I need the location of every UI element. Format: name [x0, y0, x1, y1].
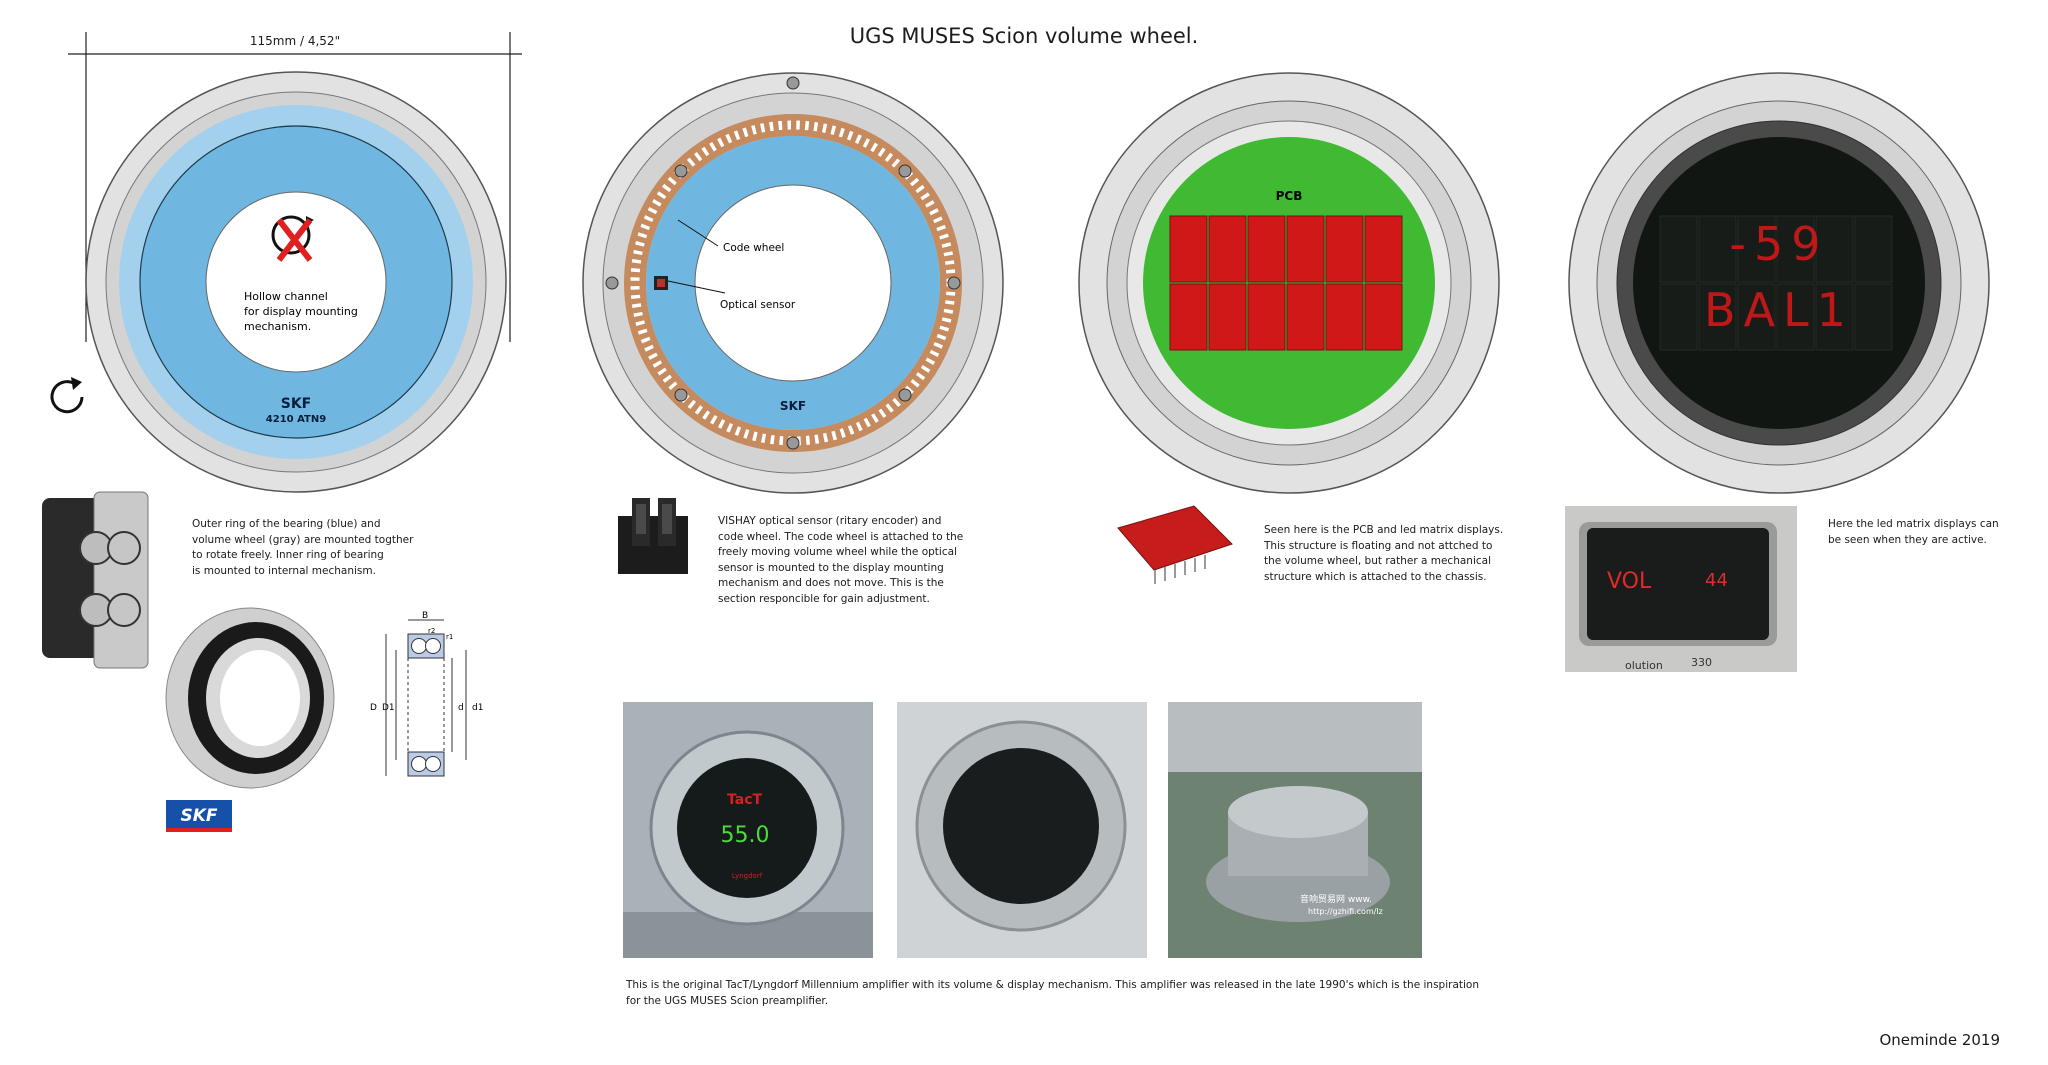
pcb-label: PCB [1276, 189, 1303, 203]
led-matrix-module [1815, 283, 1854, 351]
display-line-2: BAL1 [1704, 283, 1854, 337]
tact-internal-photo: 音响贸易网 www. http://gzhifi.com/lz [1168, 702, 1422, 958]
led-matrix-module [1698, 283, 1737, 351]
led-matrix-module [1169, 215, 1208, 283]
led-matrix-module [1776, 283, 1815, 351]
optical-sensor-photo [618, 498, 688, 574]
led-active-photo: VOL 44 olution 330 [1565, 506, 1797, 672]
label-d: d [458, 703, 464, 713]
tact-display-photo: TacT 55.0 Lyngdorf [623, 702, 873, 958]
bearing-cross-section-photo [42, 491, 149, 669]
led-matrix-module [1208, 283, 1247, 351]
display-line-1: -59 [1729, 217, 1828, 271]
led-matrix-module [1286, 215, 1325, 283]
led-matrix-module [1659, 283, 1698, 351]
label-r2: r2 [428, 627, 435, 635]
bearing-model: 4210 ATN9 [266, 414, 326, 425]
led-matrix-module [1208, 215, 1247, 283]
optical-sensor-label: Optical sensor [720, 299, 796, 311]
led-matrix-module [1854, 215, 1893, 283]
label-r1: r1 [446, 633, 453, 641]
led-photo-vol: VOL [1607, 569, 1652, 594]
led-photo-brand: olution [1625, 659, 1663, 672]
tact-wheel-photo [897, 702, 1147, 958]
led-matrix-module [1776, 215, 1815, 283]
bearing-brand: SKF [281, 396, 312, 412]
led-matrix-module [1325, 215, 1364, 283]
hollow-label-3: mechanism. [244, 320, 311, 333]
led-matrix-module [1247, 283, 1286, 351]
wheel-3-pcb-diagram: PCB [1078, 72, 1500, 494]
page-title: UGS MUSES Scion volume wheel. [849, 24, 1199, 48]
tact-display-value: 55.0 [721, 823, 770, 848]
wheel-2-encoder-diagram: Code wheel Optical sensor SKF [582, 72, 1004, 494]
tact-badge: Lyngdorf [732, 872, 763, 880]
label-d1: d1 [472, 703, 483, 713]
led-matrix-module [1364, 215, 1403, 283]
hollow-label-1: Hollow channel [244, 290, 328, 303]
led-description: Here the led matrix displays can be seen… [1828, 518, 1999, 546]
led-matrix-module [1737, 215, 1776, 283]
bearing-technical-drawing: B r2 r1 D D1 d d1 [370, 611, 483, 777]
led-matrix-module [1854, 283, 1893, 351]
watermark-line-1: 音响贸易网 www. [1300, 893, 1372, 905]
dimension-label: 115mm / 4,52" [249, 34, 341, 48]
tact-logo: TacT [727, 792, 762, 808]
tact-description: This is the original TacT/Lyngdorf Mille… [626, 979, 1479, 1007]
label-B: B [422, 611, 428, 621]
brand-partial: SKF [780, 399, 806, 413]
led-matrix-grid [1169, 215, 1403, 351]
pcb-description: Seen here is the PCB and led matrix disp… [1264, 524, 1504, 583]
bearing-description: Outer ring of the bearing (blue) and vol… [192, 518, 414, 577]
led-matrix-module [1286, 283, 1325, 351]
led-matrix-module [1169, 283, 1208, 351]
wheel-4-display-diagram: -59 BAL1 [1568, 72, 1990, 494]
led-matrix-module [1737, 283, 1776, 351]
skf-logo: SKF [166, 800, 232, 832]
wheel-1-bearing-diagram: Hollow channel for display mounting mech… [85, 71, 507, 493]
led-module-photo [1117, 505, 1233, 584]
led-matrix-module [1325, 283, 1364, 351]
rotate-cw-icon [50, 377, 84, 414]
watermark-line-2: http://gzhifi.com/lz [1308, 907, 1383, 916]
led-matrix-module [1659, 215, 1698, 283]
label-D1: D1 [382, 703, 395, 713]
led-matrix-module [1247, 215, 1286, 283]
led-photo-value: 44 [1705, 570, 1728, 591]
led-matrix-module [1815, 215, 1854, 283]
dark-matrix-grid [1659, 215, 1893, 351]
led-matrix-module [1364, 283, 1403, 351]
credit: Oneminde 2019 [1879, 1031, 2000, 1049]
led-photo-model: 330 [1691, 656, 1712, 669]
hollow-label-2: for display mounting [244, 305, 358, 318]
sensor-description: VISHAY optical sensor (ritary encoder) a… [718, 515, 964, 605]
svg-text:SKF: SKF [180, 806, 217, 826]
bearing-photo [165, 607, 335, 789]
led-matrix-module [1698, 215, 1737, 283]
code-wheel-label: Code wheel [723, 242, 784, 254]
label-D: D [370, 703, 377, 713]
